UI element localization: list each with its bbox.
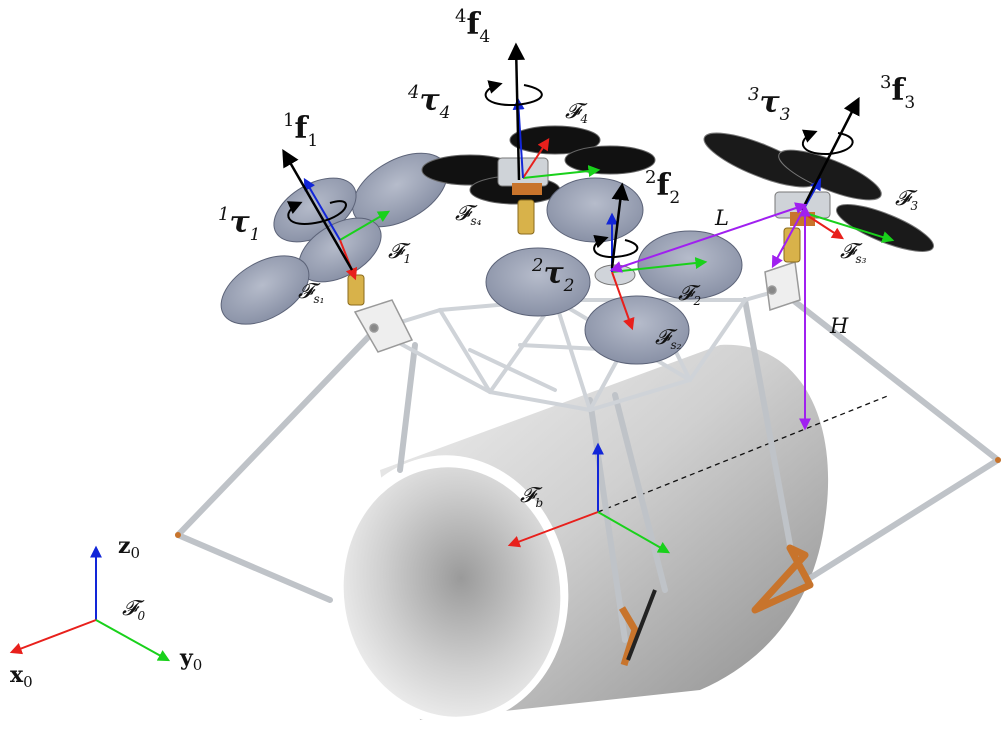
pipe-icon xyxy=(331,344,891,725)
label-z0: z0 xyxy=(118,533,140,562)
label-f3: 3f3 xyxy=(880,72,915,113)
label-tau1: 1τ1 xyxy=(218,204,260,245)
rotor-module-1 xyxy=(220,152,448,325)
label-Fs3: 𝓕s₃ xyxy=(840,239,867,266)
label-y0: y0 xyxy=(179,645,202,674)
label-F0: 𝓕0 xyxy=(122,596,146,623)
label-x0: x0 xyxy=(10,662,33,691)
label-L: L xyxy=(714,206,729,230)
label-f2: 2f2 xyxy=(645,167,680,208)
label-Fs4: 𝓕s₄ xyxy=(455,201,482,228)
label-tau4: 4τ4 xyxy=(407,82,450,123)
gripper-icon xyxy=(618,544,814,667)
label-F3: 𝓕3 xyxy=(895,186,919,213)
label-tau2: 2τ2 xyxy=(531,255,574,296)
label-F1: 𝓕1 xyxy=(388,239,411,266)
label-f1: 1f1 xyxy=(283,110,318,151)
label-f4: 4f4 xyxy=(455,6,490,47)
mount-blocks xyxy=(353,261,801,353)
dimension-arrows xyxy=(609,202,811,431)
rod-caps xyxy=(175,457,1001,538)
label-H: H xyxy=(829,314,849,338)
label-Fs1: 𝓕s₁ xyxy=(298,279,324,306)
label-F4: 𝓕4 xyxy=(565,99,588,126)
label-tau3: 3τ3 xyxy=(748,84,790,125)
